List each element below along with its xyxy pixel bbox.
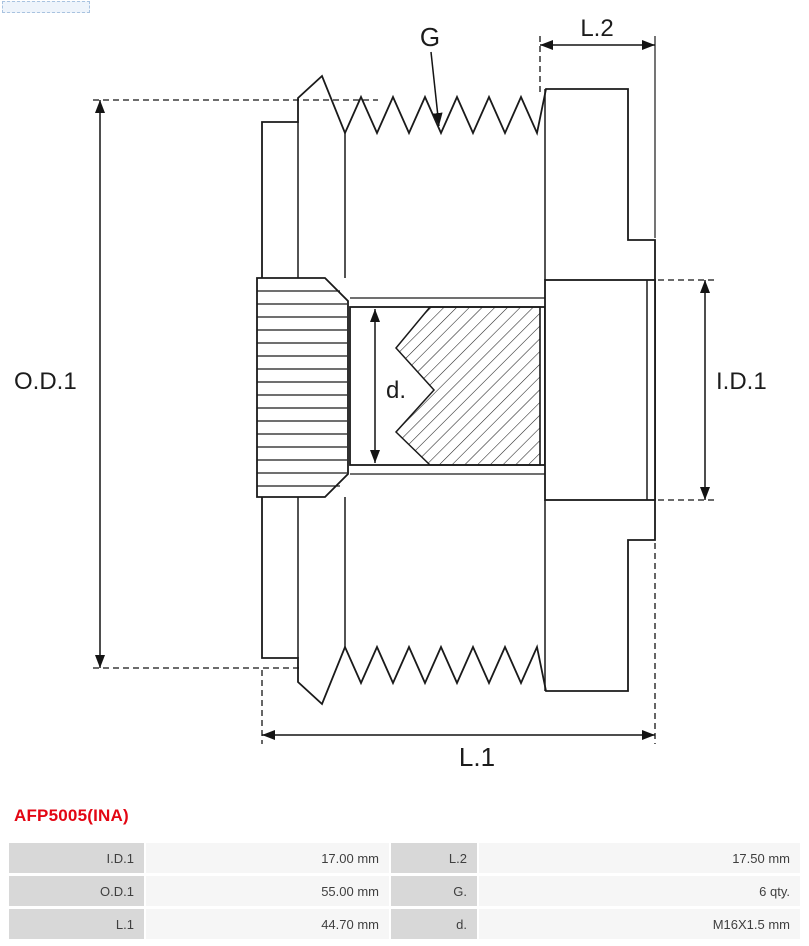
spec-label-cell: O.D.1 <box>8 875 145 908</box>
spec-label-cell: I.D.1 <box>8 842 145 875</box>
threaded-bore <box>349 297 546 475</box>
dim-l2: L.2 <box>539 15 656 238</box>
table-row: I.D.1 17.00 mm L.2 17.50 mm <box>8 842 801 875</box>
bearing-cap-block <box>544 279 656 501</box>
spec-label-cell: d. <box>390 908 478 941</box>
spec-value-cell: 55.00 mm <box>145 875 390 908</box>
specs-table: I.D.1 17.00 mm L.2 17.50 mm O.D.1 55.00 … <box>8 842 801 941</box>
part-number-title: AFP5005(INA) <box>14 806 129 825</box>
spec-value-cell: 6 qty. <box>478 875 801 908</box>
dim-label-l2: L.2 <box>580 15 613 42</box>
spec-value-cell: 44.70 mm <box>145 908 390 941</box>
spec-label-cell: L.2 <box>390 842 478 875</box>
table-row: L.1 44.70 mm d. M16X1.5 mm <box>8 908 801 941</box>
table-row: O.D.1 55.00 mm G. 6 qty. <box>8 875 801 908</box>
spline-hub-block <box>256 277 349 498</box>
spec-value-cell: M16X1.5 mm <box>478 908 801 941</box>
spec-label-cell: L.1 <box>8 908 145 941</box>
as-pl-logo-icon <box>2 1 90 13</box>
dim-g-leader: G <box>420 22 443 127</box>
pulley-technical-drawing: O.D.1 L.2 G d. I.D.1 L.1 <box>14 15 767 772</box>
spec-value-cell: 17.00 mm <box>145 842 390 875</box>
dim-label-od1: O.D.1 <box>14 368 77 395</box>
dim-od1: O.D.1 <box>14 99 378 669</box>
dim-l1: L.1 <box>261 543 656 772</box>
dim-id1: I.D.1 <box>658 279 767 501</box>
dim-label-d: d. <box>386 377 406 404</box>
dim-label-l1: L.1 <box>459 742 495 772</box>
dim-d: d. <box>370 309 406 463</box>
spec-label-cell: G. <box>390 875 478 908</box>
dim-label-id1: I.D.1 <box>716 368 767 395</box>
spec-value-cell: 17.50 mm <box>478 842 801 875</box>
dim-label-g: G <box>420 22 440 52</box>
